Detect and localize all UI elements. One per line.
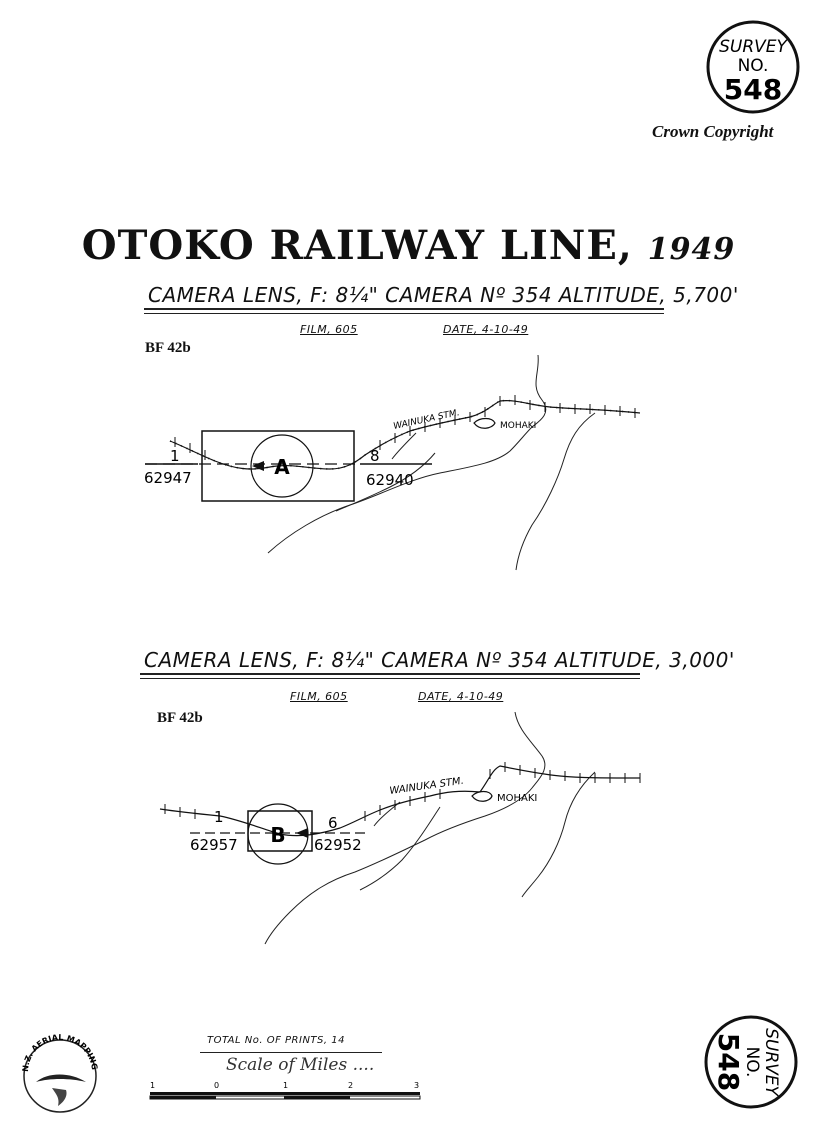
nz-aerial-mapping-logo: N.Z. AERIAL MAPPING LTD. xyxy=(8,1032,99,1113)
flight1-river-main xyxy=(267,355,547,554)
flight2-river-east xyxy=(521,771,596,898)
flight2-date: DATE, 4-10-49 xyxy=(418,690,504,703)
flight2-mohaki-marker xyxy=(471,790,493,802)
survey-badge-line2: NO. xyxy=(738,56,769,76)
survey-badge-bottom-line1: SURVEY xyxy=(761,1028,781,1097)
flight1-stream xyxy=(391,432,417,460)
flight2-run-end: 6 xyxy=(328,814,338,832)
survey-badge-number: 548 xyxy=(724,73,782,106)
survey-badge-bottom-circle: SURVEY NO. 548 xyxy=(704,1015,798,1109)
survey-badge-bottom: SURVEY NO. 548 xyxy=(702,1013,800,1111)
flight1-mohaki-marker xyxy=(473,417,496,429)
scale-tick-3: 1 xyxy=(283,1081,288,1090)
flight1-print-end: 62940 xyxy=(366,471,414,489)
survey-badge-bottom-number: 548 xyxy=(712,1033,745,1091)
survey-badge-line1: SURVEY xyxy=(719,37,788,57)
page-title: OTOKO RAILWAY LINE, 1949 xyxy=(81,222,736,269)
flight2-railway xyxy=(159,765,641,837)
title-main: OTOKO RAILWAY LINE xyxy=(81,222,618,269)
total-prints: TOTAL No. OF PRINTS, 14 xyxy=(207,1035,345,1046)
flight1-print-start: 62947 xyxy=(144,469,192,487)
scale-bar: 1 0 1 2 3 xyxy=(149,1081,421,1100)
title-year: 1949 xyxy=(647,232,736,267)
flight2-film: FILM, 605 xyxy=(290,690,348,703)
flight1-stream-label: WAINUKA STM. xyxy=(393,408,461,432)
flight2-rule-b xyxy=(140,678,640,679)
logo-text: N.Z. AERIAL MAPPING LTD. xyxy=(8,1032,99,1073)
total-prints-rule xyxy=(200,1052,382,1053)
flight1-photo-circle xyxy=(250,434,314,498)
scale-label: Scale of Miles .... xyxy=(226,1055,375,1075)
flight2-code: BF 42b xyxy=(157,710,203,726)
survey-badge-bottom-line2: NO. xyxy=(742,1047,762,1078)
flight1-date: DATE, 4-10-49 xyxy=(443,323,529,336)
flight2-railway-ticks xyxy=(164,762,641,821)
flight1-railway-ticks xyxy=(174,395,636,460)
flight1-town-label: MOHAKI xyxy=(500,421,536,431)
flight1-run-end: 8 xyxy=(370,447,380,465)
logo-map-icon xyxy=(52,1088,67,1106)
flight2-print-end: 62952 xyxy=(314,836,362,854)
flight1-arrowhead xyxy=(252,461,264,471)
flight2-stream-label: WAINUKA STM. xyxy=(389,776,465,797)
flight2-arrowhead xyxy=(296,828,308,838)
scale-tick-5: 3 xyxy=(414,1081,419,1090)
flight1-railway xyxy=(169,399,641,470)
svg-text:N.Z. AERIAL MAPPING LTD.: N.Z. AERIAL MAPPING LTD. xyxy=(8,1032,99,1073)
flight1-rule-a xyxy=(144,308,664,310)
flight1-camera-line: CAMERA LENS, F: 8¼" CAMERA Nº 354 ALTITU… xyxy=(148,283,739,307)
survey-badge-circle: SURVEY NO. 548 xyxy=(706,20,800,114)
flight2-print-start: 62957 xyxy=(190,836,238,854)
flight2-rule-a xyxy=(140,673,640,675)
flight2-map: B 1 6 62957 62952 WAINUKA STM. MOHAKI xyxy=(159,712,641,945)
flight1-run-start: 1 xyxy=(170,447,180,465)
flight2-river-main xyxy=(264,712,546,945)
flight1-photo-box xyxy=(201,430,355,502)
logo-wing-icon xyxy=(36,1074,86,1082)
flight1-map: A 1 8 62947 62940 WAINUKA STM. MOHAKI xyxy=(144,355,641,571)
survey-badge-top: SURVEY NO. 548 xyxy=(704,18,802,116)
flight2-run-start: 1 xyxy=(214,808,224,826)
flight1-rule-b xyxy=(144,313,664,314)
scale-tick-4: 2 xyxy=(348,1081,353,1090)
scale-tick-1: 1 xyxy=(150,1081,155,1090)
crown-copyright: Crown Copyright xyxy=(652,122,774,141)
flight2-stream xyxy=(373,801,401,827)
flight2-camera-line: CAMERA LENS, F: 8¼" CAMERA Nº 354 ALTITU… xyxy=(144,648,735,672)
flight1-code: BF 42b xyxy=(145,340,191,356)
flight1-film: FILM, 605 xyxy=(300,323,358,336)
scale-tick-2: 0 xyxy=(214,1081,219,1090)
flight2-river-west xyxy=(359,806,441,891)
flight1-river-east xyxy=(515,412,596,571)
flight2-town-label: MOHAKI xyxy=(497,793,537,804)
flight1-box-label: A xyxy=(274,455,290,479)
flight2-box-label: B xyxy=(270,823,285,847)
